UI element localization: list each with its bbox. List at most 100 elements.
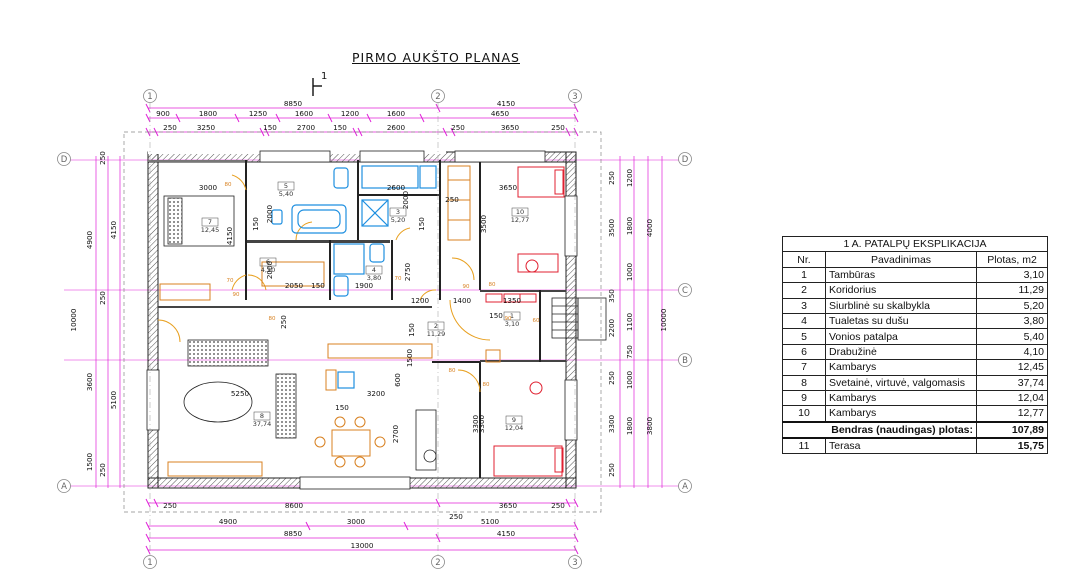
header-area: Plotas, m2 xyxy=(976,251,1048,268)
room-tag-number: 9 xyxy=(512,416,516,424)
dimension-label: 2000 xyxy=(401,190,410,209)
axis-label-y: A xyxy=(61,482,67,492)
dimension-label: 3650 xyxy=(499,501,518,510)
dimension-label: 3650 xyxy=(499,183,518,192)
dimension-label: 3300 xyxy=(607,414,616,433)
dimension-label: 150 xyxy=(251,217,260,231)
sanitary-fixtures xyxy=(271,165,437,389)
terrace-outline xyxy=(123,131,602,513)
dimension-label: 3500 xyxy=(607,218,616,237)
dimension-label: 1500 xyxy=(85,452,94,471)
room-nr: 10 xyxy=(782,405,826,423)
dimension-label: 1350 xyxy=(503,296,522,305)
room-tags: 13,10211,2935,2043,8055,4064,10712,45837… xyxy=(201,181,530,432)
room-name: Tualetas su dušu xyxy=(825,312,977,330)
axis-label-x: 2 xyxy=(435,558,440,568)
living-furniture xyxy=(163,195,437,471)
room-nr: 1 xyxy=(782,266,826,284)
dimension-label: 10000 xyxy=(659,308,668,331)
dimension-label: 2000 xyxy=(265,260,274,279)
stair xyxy=(551,297,607,341)
dimension-label: 4150 xyxy=(497,99,516,108)
dimension-label: 1400 xyxy=(453,296,472,305)
dimension-label: 250 xyxy=(551,501,565,510)
axis-label-x: 3 xyxy=(572,558,577,568)
room-schedule-caption: 1 A. PATALPŲ EKSPLIKACIJA xyxy=(782,235,1048,253)
dimension-label: 350 xyxy=(607,289,616,303)
dimension-label: 5100 xyxy=(109,390,118,409)
axis-label-y: D xyxy=(61,155,68,165)
room-area: 12,45 xyxy=(976,359,1048,376)
room-tag-box xyxy=(253,411,271,421)
room-tag-box xyxy=(201,217,219,227)
axis-label-y: D xyxy=(682,155,689,165)
room-tag: 43,80 xyxy=(365,265,383,282)
room-tag-area: 12,45 xyxy=(201,226,220,234)
dimension-label: 250 xyxy=(607,171,616,185)
room-tag-number: 4 xyxy=(372,266,376,274)
dimension-label: 1250 xyxy=(249,109,268,118)
room-nr: 2 xyxy=(782,282,826,299)
room-name: Kambarys xyxy=(825,359,977,376)
door-mark: 60 xyxy=(533,318,540,324)
dimension-label: 2700 xyxy=(391,424,400,443)
room-tag-box xyxy=(277,181,295,191)
room-tag-box xyxy=(505,415,523,425)
room-tag-area: 12,04 xyxy=(505,424,524,432)
room-area: 3,10 xyxy=(976,266,1048,284)
dimension-label: 3200 xyxy=(367,389,386,398)
room-nr: 7 xyxy=(782,359,826,376)
room-tag-box xyxy=(503,311,521,321)
terrace-nr: 11 xyxy=(782,437,826,455)
dimension-label: 150 xyxy=(333,123,347,132)
red-furniture xyxy=(485,166,565,477)
room-area: 11,29 xyxy=(976,282,1048,299)
total-label: Bendras (naudingas) plotas: xyxy=(782,420,977,439)
room-area: 3,80 xyxy=(976,312,1048,330)
dimension-label: 1800 xyxy=(625,416,634,435)
dimension-label: 2700 xyxy=(297,123,316,132)
room-name: Kambarys xyxy=(825,389,977,407)
dimension-label: 2600 xyxy=(387,123,406,132)
room-area: 12,04 xyxy=(976,389,1048,407)
room-schedule-table: 1 A. PATALPŲ EKSPLIKACIJA Nr. Pavadinima… xyxy=(782,235,1048,455)
door-mark: 70 xyxy=(395,276,402,282)
dimension-label: 1100 xyxy=(625,312,634,331)
room-tag-area: 3,80 xyxy=(367,274,381,282)
dimension-label: 150 xyxy=(311,281,325,290)
door-mark: 80 xyxy=(483,382,490,388)
dimension-label: 250 xyxy=(449,512,463,521)
dimension-label: 5100 xyxy=(481,517,500,526)
door-mark: 80 xyxy=(449,368,456,374)
door-mark: 80 xyxy=(225,182,232,188)
room-tag-number: 1 xyxy=(510,312,514,320)
room-tag: 13,10 xyxy=(503,311,521,328)
axis-label-x: 1 xyxy=(147,92,152,102)
plan-title: PIRMO AUKŠTO PLANAS xyxy=(352,50,520,65)
dimension-label: 250 xyxy=(163,123,177,132)
dimension-label: 150 xyxy=(335,403,349,412)
openings xyxy=(146,150,578,490)
room-tag-area: 5,40 xyxy=(279,190,293,198)
dimension-label: 1000 xyxy=(625,370,634,389)
room-tag-number: 7 xyxy=(208,218,212,226)
dimension-label: 3250 xyxy=(197,123,216,132)
room-tag-number: 10 xyxy=(516,208,524,216)
axis-label-y: C xyxy=(682,286,688,296)
room-tag-number: 5 xyxy=(284,182,288,190)
room-nr: 8 xyxy=(782,374,826,391)
dimension-ticks xyxy=(145,103,579,555)
dimension-label: 1800 xyxy=(199,109,218,118)
room-tag-area: 12,77 xyxy=(511,216,530,224)
room-area: 5,40 xyxy=(976,328,1048,345)
dimension-label: 600 xyxy=(393,373,402,387)
dimension-label: 1200 xyxy=(625,168,634,187)
room-name: Kambarys xyxy=(825,405,977,423)
dimension-label: 250 xyxy=(279,315,288,329)
